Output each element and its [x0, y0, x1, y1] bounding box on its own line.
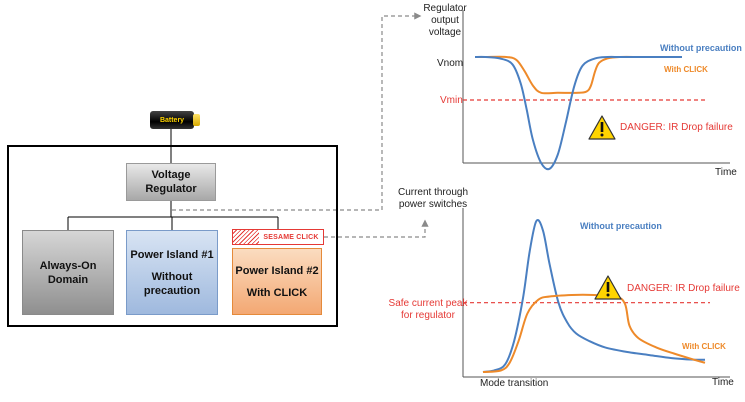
voltage-legend-with: With CLICK — [664, 65, 708, 74]
current-ylabel: Current through power switches — [397, 187, 469, 210]
current-legend-with: With CLICK — [682, 342, 726, 351]
battery-cap — [193, 114, 200, 126]
island1-line1: Power Island #1 — [130, 248, 214, 261]
current-danger-text: DANGER: IR Drop failure — [627, 283, 740, 294]
sesame-click-block: SESAME CLICK — [232, 229, 324, 245]
current-legend-without: Without precaution — [580, 221, 662, 231]
safe-current-label: Safe current peak for regulator — [388, 298, 468, 322]
voltage-danger-text: DANGER: IR Drop failure — [620, 122, 733, 133]
current-warning-bar — [606, 282, 610, 292]
regulator-line2: Regulator — [145, 183, 197, 195]
sesame-hatch-pattern — [233, 230, 259, 244]
island1-line3: precaution — [143, 284, 201, 297]
voltage-warning-bar — [600, 122, 604, 132]
soc-boundary — [7, 145, 338, 327]
always-on-line1: Always-On — [39, 259, 97, 272]
sesame-click-label: SESAME CLICK — [263, 233, 319, 241]
power-island-2-block: Power Island #2 With CLICK — [232, 248, 322, 315]
voltage-legend-without: Without precaution — [660, 43, 742, 53]
voltage-ylabel: Regulator output voltage — [423, 3, 467, 38]
island2-line2: With CLICK — [246, 286, 308, 299]
current-series-without — [482, 219, 706, 373]
regulator-line1: Voltage — [151, 169, 191, 181]
current-warning-dot — [606, 293, 610, 297]
safe-current-line2: for regulator — [401, 310, 455, 321]
dashed-link-current — [324, 219, 429, 238]
power-island-1-block: Power Island #1 Without precaution — [126, 230, 218, 315]
voltage-series-without — [474, 55, 682, 171]
current-series-with — [482, 293, 706, 373]
island1-line2: Without — [151, 270, 193, 283]
battery-icon: Battery — [150, 111, 200, 129]
mode-transition-label: Mode transition — [480, 378, 549, 389]
battery-label: Battery — [159, 116, 185, 124]
vnom-label: Vnom — [437, 58, 464, 69]
current-xlabel: Time — [712, 377, 734, 388]
voltage-xlabel: Time — [715, 167, 737, 178]
vmin-label: Vmin — [440, 95, 463, 106]
dashed-link-voltage — [172, 12, 422, 211]
voltage-warning-dot — [600, 133, 604, 137]
island2-line1: Power Island #2 — [235, 264, 319, 277]
always-on-line2: Domain — [47, 273, 89, 286]
safe-current-line1: Safe current peak — [388, 298, 468, 309]
